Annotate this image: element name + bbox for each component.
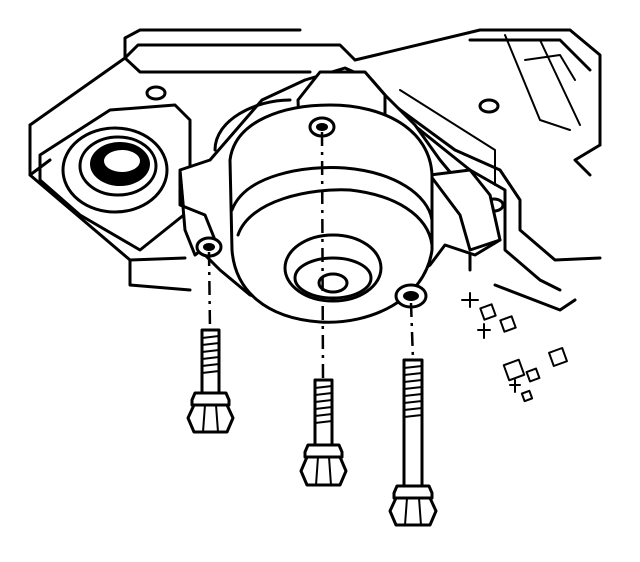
transmission-case xyxy=(28,28,602,312)
casting-marks xyxy=(461,292,568,403)
alignment-lines xyxy=(207,131,415,381)
motor-actuator xyxy=(178,66,502,324)
case-boss xyxy=(478,98,500,114)
mounting-bolt-center xyxy=(299,378,348,487)
mounting-bolt-left xyxy=(186,328,235,434)
mounting-bolt-right xyxy=(388,358,438,527)
case-boss xyxy=(145,85,167,101)
